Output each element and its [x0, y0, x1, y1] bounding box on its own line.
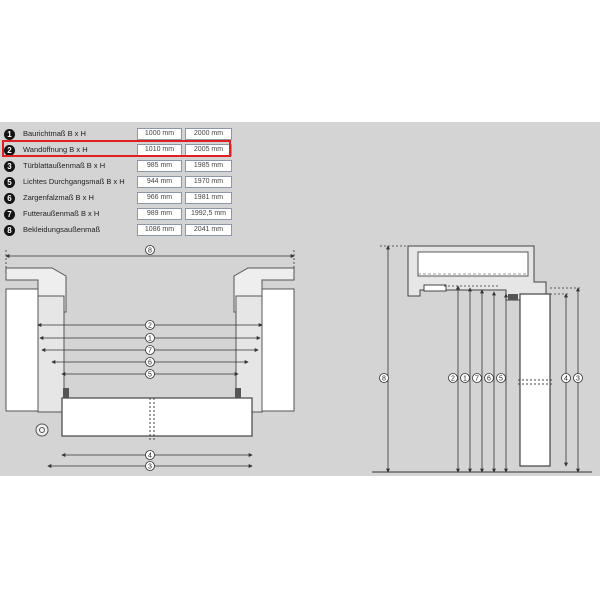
dimension-marker: 4: [561, 373, 571, 383]
side-view: 8 2 1 7 6 5 4 3: [372, 245, 592, 473]
svg-text:4: 4: [564, 376, 568, 383]
right-frame-jamb: [235, 295, 263, 413]
right-wall: [261, 288, 295, 412]
door-leaf: [61, 397, 253, 437]
hinge-icon: [35, 423, 49, 437]
spec-width-value: 1000 mm: [137, 128, 182, 140]
spec-label: Türblattaußenmaß B x H: [23, 161, 106, 170]
svg-text:7: 7: [148, 348, 152, 355]
svg-text:1: 1: [463, 376, 467, 383]
spec-height-value: 2000 mm: [185, 128, 232, 140]
svg-text:3: 3: [148, 464, 152, 471]
spec-label: Zargenfalzmaß B x H: [23, 193, 94, 202]
dimension-marker: 7: [145, 345, 155, 355]
dimension-marker: 6: [145, 357, 155, 367]
spec-height-value: 1981 mm: [185, 192, 232, 204]
spec-width-value: 1086 mm: [137, 224, 182, 236]
dimension-marker: 6: [484, 373, 494, 383]
dimension-marker: 4: [145, 450, 155, 460]
left-frame-jamb: [37, 295, 65, 413]
top-view: 8 2 1 7 6 5 4 3: [5, 245, 295, 471]
dimension-marker: 2: [145, 320, 155, 330]
spec-number-badge: 1: [4, 128, 15, 140]
svg-text:2: 2: [451, 376, 455, 383]
svg-text:6: 6: [148, 360, 152, 367]
spec-number-badge: 8: [4, 224, 15, 236]
spec-number-badge: 3: [4, 160, 15, 172]
spec-height-value: 2041 mm: [185, 224, 232, 236]
highlight-frame: [2, 140, 231, 157]
spec-label: Bekleidungsaußenmaß: [23, 225, 101, 234]
spec-label: Wandöffnung B x H: [23, 145, 88, 154]
dimension-marker: 3: [573, 373, 583, 383]
dimension-marker: 7: [472, 373, 482, 383]
svg-text:3: 3: [576, 376, 580, 383]
svg-text:8: 8: [382, 376, 386, 383]
spec-height-value: 1970 mm: [185, 176, 232, 188]
spec-width-value: 944 mm: [137, 176, 182, 188]
spec-width-value: 966 mm: [137, 192, 182, 204]
svg-text:5: 5: [148, 372, 152, 379]
svg-text:1: 1: [148, 336, 152, 343]
left-wall: [5, 288, 39, 412]
spec-height-value: 1985 mm: [185, 160, 232, 172]
dimension-marker: 5: [145, 369, 155, 379]
spec-number-badge: 2: [4, 144, 15, 156]
dimension-marker: 8: [379, 373, 389, 383]
svg-text:5: 5: [499, 376, 503, 383]
spec-label: Baurichtmaß B x H: [23, 129, 86, 138]
dimension-marker: 5: [496, 373, 506, 383]
svg-text:8: 8: [148, 248, 152, 255]
spec-width-value: 989 mm: [137, 208, 182, 220]
dimension-marker: 3: [145, 461, 155, 471]
svg-text:2: 2: [148, 323, 152, 330]
spec-number-badge: 6: [4, 192, 15, 204]
svg-text:7: 7: [475, 376, 479, 383]
dimension-marker: 8: [145, 245, 155, 255]
spec-height-value: 1992,5 mm: [185, 208, 232, 220]
spec-width-value: 985 mm: [137, 160, 182, 172]
head-lintel: [417, 251, 529, 277]
dimension-marker: 1: [460, 373, 470, 383]
spec-label: Futteraußenmaß B x H: [23, 209, 100, 218]
spec-label: Lichtes Durchgangsmaß B x H: [23, 177, 125, 186]
dimension-marker: 2: [448, 373, 458, 383]
svg-text:6: 6: [487, 376, 491, 383]
svg-text:4: 4: [148, 453, 152, 460]
spec-number-badge: 7: [4, 208, 15, 220]
spec-number-badge: 5: [4, 176, 15, 188]
dimension-marker: 1: [145, 333, 155, 343]
